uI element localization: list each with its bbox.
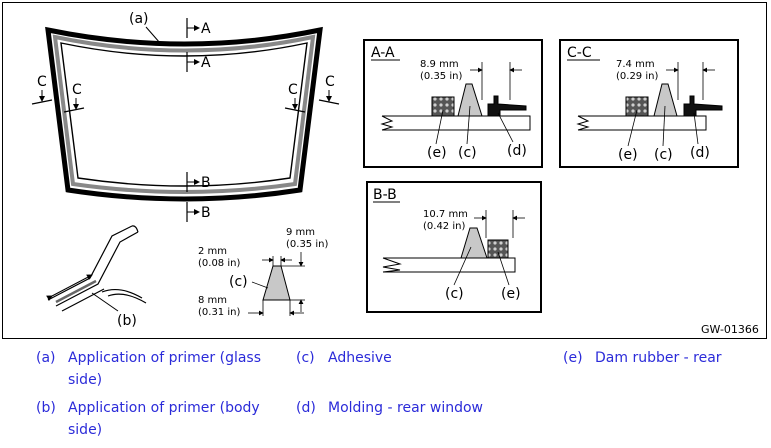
section-bb-title: B-B	[373, 187, 397, 203]
section-cc-label-d: (d)	[690, 145, 710, 161]
section-marker-c-right-outer: C	[318, 74, 340, 105]
bead-leader-c	[251, 281, 269, 289]
legend-text-c: Adhesive	[328, 350, 392, 366]
section-bb-panel: B-B 10.7 mm (0.42 in) (c) (e)	[366, 181, 542, 313]
marker-c-left-inner-text: C	[72, 82, 82, 98]
windshield-outer-frame	[45, 26, 323, 202]
section-cc-dim-in: (0.29 in)	[616, 71, 658, 82]
legend-text-a-2: side)	[68, 372, 103, 388]
section-cc-dim-mm: 7.4 mm	[616, 59, 655, 70]
diagram-frame	[2, 2, 767, 339]
section-aa-adhesive	[457, 83, 483, 117]
section-cc-title: C-C	[567, 45, 592, 61]
section-marker-c-left-outer: C	[31, 74, 53, 105]
section-aa-label-e: (e)	[427, 145, 447, 161]
label-b: (b)	[117, 313, 137, 329]
section-aa-panel: A-A 8.9 mm (0.35 in) (e) (c) (d)	[363, 39, 543, 168]
legend-item-b: (b) Application of primer (body side)	[36, 397, 276, 441]
legend-text-d: Molding - rear window	[328, 400, 483, 416]
section-bb-label-e: (e)	[501, 286, 521, 302]
windshield-glass	[60, 42, 308, 187]
leader-b	[91, 292, 119, 312]
bead-height-mm: 9 mm	[286, 227, 315, 238]
section-bb-label-c: (c)	[445, 286, 464, 302]
section-cc-molding	[683, 95, 723, 117]
marker-c-left-outer-text: C	[37, 74, 47, 90]
section-cc-label-c: (c)	[654, 147, 673, 163]
bead-shape	[262, 265, 291, 301]
legend-item-e: (e) Dam rubber - rear	[563, 347, 763, 369]
windshield-primer-band	[52, 34, 316, 194]
bead-base-mm: 8 mm	[198, 295, 227, 306]
body-flange-detail	[46, 225, 147, 312]
marker-c-right-inner-text: C	[288, 82, 298, 98]
section-aa-molding	[487, 95, 527, 117]
section-bb-adhesive	[460, 227, 488, 259]
section-aa-label-c: (c)	[458, 145, 477, 161]
windshield	[45, 26, 323, 202]
legend-text-b-1: Application of primer (body	[68, 400, 260, 416]
legend-item-d: (d) Molding - rear window	[296, 397, 516, 419]
legend-code-a: (a)	[36, 350, 56, 366]
bead-top-mm: 2 mm	[198, 246, 227, 257]
legend-code-e: (e)	[563, 350, 583, 366]
marker-b-top-text: B	[201, 175, 211, 191]
label-a: (a)	[129, 11, 149, 27]
section-marker-b-bottom: B	[186, 202, 211, 222]
bead-height-in: (0.35 in)	[286, 239, 328, 250]
section-marker-a-top: A	[186, 18, 211, 38]
legend-code-b: (b)	[36, 400, 56, 416]
section-marker-c-left-inner: C	[63, 82, 85, 113]
legend-item-c: (c) Adhesive	[296, 347, 496, 369]
section-aa-title: A-A	[371, 45, 395, 61]
marker-c-right-outer-text: C	[325, 74, 335, 90]
legend-code-c: (c)	[296, 350, 315, 366]
windshield-diagram: (a) A A B B C C C C	[31, 11, 759, 336]
section-cc-panel: C-C 7.4 mm (0.29 in) (e) (c) (d)	[559, 39, 739, 168]
section-bb-dam-rubber	[487, 239, 509, 259]
section-aa-dam-rubber	[431, 96, 455, 117]
leader-a	[145, 26, 161, 44]
section-marker-a-bottom: A	[186, 52, 211, 72]
legend-text-b-2: side)	[68, 422, 103, 438]
marker-a-top-text: A	[201, 21, 211, 37]
legend-text-e: Dam rubber - rear	[595, 350, 722, 366]
legend-code-d: (d)	[296, 400, 316, 416]
bead-base-in: (0.31 in)	[198, 307, 240, 318]
section-cc-label-e: (e)	[618, 147, 638, 163]
section-aa-label-d: (d)	[507, 143, 527, 159]
figure-id: GW-01366	[701, 323, 759, 336]
adhesive-bead-detail	[248, 252, 305, 316]
bead-label-c: (c)	[229, 274, 248, 290]
section-bb-dim-mm: 10.7 mm	[423, 209, 468, 220]
bead-top-in: (0.08 in)	[198, 258, 240, 269]
section-marker-c-right-inner: C	[284, 82, 306, 113]
section-aa-dim-in: (0.35 in)	[420, 71, 462, 82]
marker-a-bottom-text: A	[201, 55, 211, 71]
section-cc-adhesive	[653, 83, 678, 117]
section-bb-dim-in: (0.42 in)	[423, 221, 465, 232]
section-marker-b-top: B	[186, 172, 211, 192]
marker-b-bottom-text: B	[201, 205, 211, 221]
legend-text-a-1: Application of primer (glass	[68, 350, 262, 366]
section-cc-dam-rubber	[625, 96, 649, 117]
section-aa-dim-mm: 8.9 mm	[420, 59, 459, 70]
legend-item-a: (a) Application of primer (glass side)	[36, 347, 276, 391]
